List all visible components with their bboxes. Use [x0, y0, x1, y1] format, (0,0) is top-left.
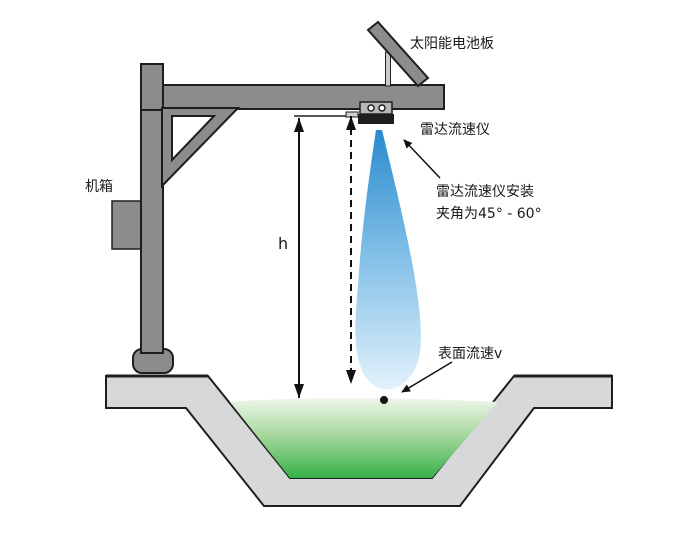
pole-top-cap — [140, 63, 164, 111]
cantilever-arm — [140, 84, 445, 110]
cabinet-label: 机箱 — [85, 179, 113, 195]
height-arrow-bottom-head — [294, 384, 304, 398]
solar-panel-post-fill — [385, 51, 391, 87]
radar-meter-mount — [358, 114, 394, 124]
install-angle-label-line1: 雷达流速仪安装 — [436, 184, 534, 200]
velocity-leader-arrow — [401, 361, 453, 393]
cabinet-box — [111, 200, 143, 250]
brace-hole — [171, 115, 217, 163]
distance-arrow-bottom-head — [346, 370, 356, 384]
radar-beam — [355, 130, 421, 390]
radar-meter-body — [359, 101, 393, 115]
surface-velocity-point — [380, 396, 388, 404]
angle-leader-arrow — [403, 139, 441, 179]
height-label: h — [278, 234, 289, 253]
height-arrow-top-head — [294, 118, 304, 132]
solar-panel-label: 太阳能电池板 — [410, 36, 494, 52]
radar-lens-right — [378, 104, 386, 112]
radar-meter-label: 雷达流速仪 — [420, 122, 490, 138]
distance-arrow-top-head — [346, 116, 356, 130]
water-body — [230, 398, 498, 478]
radar-lens-left — [367, 104, 375, 112]
surface-velocity-label: 表面流速v — [438, 346, 503, 362]
solar-panel — [366, 20, 430, 88]
install-angle-label-line2: 夹角为45° - 60° — [436, 206, 542, 222]
